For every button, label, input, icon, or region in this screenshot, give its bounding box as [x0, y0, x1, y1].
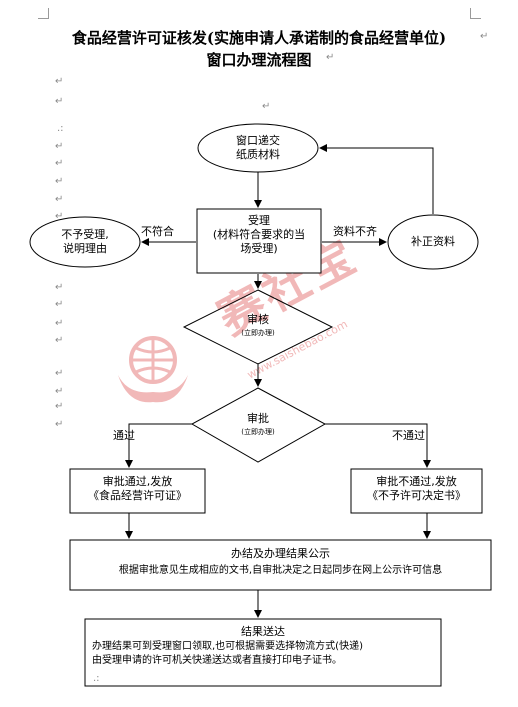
para-mark: ↵ [262, 101, 271, 112]
node-approve-label: 审批 [247, 412, 269, 425]
para-mark: ↵ [55, 335, 64, 346]
para-mark: ↵ [326, 52, 335, 63]
node-approve-shape [190, 387, 327, 463]
para-mark: ↵ [55, 76, 64, 87]
node-supplement-shape [387, 214, 479, 270]
page-corner-top-right [470, 8, 481, 19]
node-fail-shape [350, 468, 483, 514]
node-publicity-shape [69, 539, 492, 591]
node-accept-shape [196, 208, 322, 274]
node-review-note: (立即办理) [241, 329, 275, 337]
page-corner-top-left [38, 8, 49, 19]
node-delivery-title: 结果送达 [241, 625, 285, 638]
para-mark: ↵ [55, 158, 64, 169]
edge-label-incomplete: 资料不齐 [333, 225, 377, 238]
node-accept-label: 受理(材料符合要求的当场受理) [212, 214, 306, 255]
node-reject-shape [29, 216, 141, 268]
para-mark: ↵ [480, 31, 489, 42]
page-title-line2: 窗口办理流程图 [206, 51, 312, 69]
node-pass-label: 审批通过,发放《食品经营许可证》 [88, 475, 187, 502]
edge-label-pass: 通过 [113, 429, 135, 442]
node-reject-label: 不予受理,说明理由 [61, 228, 109, 255]
para-mark-small: .: [57, 123, 64, 134]
node-publicity-title: 办结及办理结果公示 [231, 547, 330, 560]
page-title-line1: 食品经营许可证核发(实施申请人承诺制的食品经营单位) [71, 29, 447, 47]
node-delivery-body: 办理结果可到受理窗口领取,也可根据需要选择物流方式(快递)由受理申请的许可机关快… [92, 641, 363, 666]
node-approve-note: (立即办理) [241, 428, 275, 436]
watermark-logo [118, 336, 188, 403]
para-mark: ↵ [55, 318, 64, 329]
para-mark: ↵ [55, 299, 64, 310]
node-delivery-shape [84, 618, 442, 687]
node-review-shape [182, 289, 334, 365]
para-mark: ↵ [55, 194, 64, 205]
para-mark: ↵ [55, 96, 64, 107]
node-review-label: 审核 [247, 313, 269, 326]
para-mark: ↵ [55, 211, 64, 222]
para-mark: ↵ [55, 401, 64, 412]
para-mark: ↵ [55, 368, 64, 379]
node-submit-label: 窗口递交纸质材料 [236, 134, 280, 161]
node-publicity-body: 根据审批意见生成相应的文书,自审批决定之日起同步在网上公示许可信息 [118, 565, 443, 576]
edge-supplement-submit [319, 144, 434, 214]
node-pass-shape [69, 468, 206, 514]
edge-label-not-comply: 不符合 [141, 225, 174, 238]
edge-label-fail: 不通过 [392, 429, 425, 442]
para-mark: ↵ [55, 419, 64, 430]
edge-approve-pass [125, 423, 192, 468]
node-fail-label: 审批不通过,发放《不予许可决定书》 [367, 475, 466, 502]
para-mark: ↵ [55, 282, 64, 293]
para-mark: ↵ [55, 176, 64, 187]
para-mark: ↵ [55, 141, 64, 152]
para-mark: ↵ [55, 386, 64, 397]
node-supplement-label: 补正资料 [411, 235, 455, 248]
para-mark-small: .: [93, 673, 100, 684]
edge-approve-fail [325, 423, 431, 468]
